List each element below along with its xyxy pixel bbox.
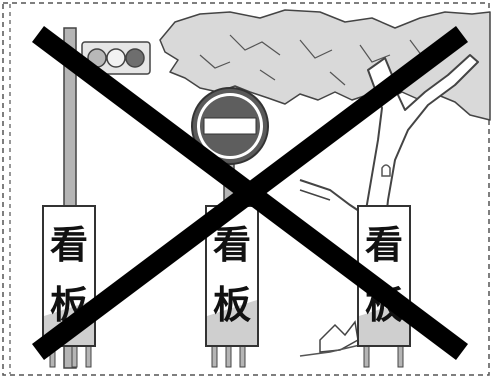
signboard-text-top: 看 <box>365 223 403 267</box>
signboard-text-bottom: 板 <box>213 283 251 327</box>
tree-trunk <box>299 54 479 357</box>
no-entry-sign <box>191 87 269 211</box>
cross-mark-icon <box>32 26 468 360</box>
traffic-light-lamp <box>106 48 126 68</box>
traffic-light-lamp <box>125 48 145 68</box>
signboard: 看 板 <box>357 205 411 368</box>
traffic-light <box>81 41 151 75</box>
signboard-text-top: 看 <box>213 223 251 267</box>
signboard-text-top: 看 <box>50 223 88 267</box>
